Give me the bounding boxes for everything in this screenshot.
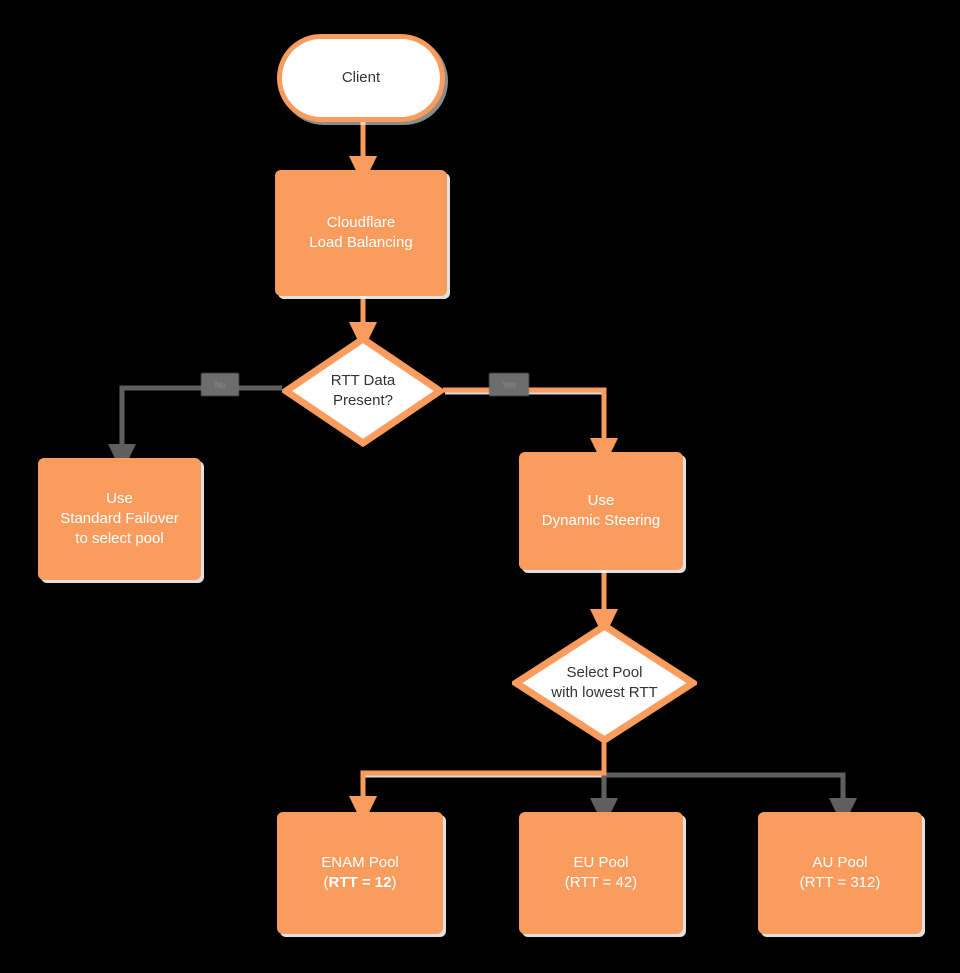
node-au-label-line1: AU Pool [812,854,868,872]
node-enam-rtt-value: RTT = 12 [328,874,392,891]
edge-rtt-no [108,385,282,473]
edge-select-enam [349,741,607,825]
node-enam-pool[interactable]: ENAM Pool (RTT = 12) [277,812,443,934]
node-client-label: Client [341,69,381,87]
node-eu-label-line2: (RTT = 42) [564,874,638,891]
diamond-shape [512,622,697,744]
node-dynamic-label-line1: Use [587,492,615,510]
node-cloudflare-load-balancing[interactable]: Cloudflare Load Balancing [275,170,447,296]
diamond-shape [282,335,444,447]
node-failover-label-line1: Use [106,490,133,508]
node-rtt-data-present[interactable]: RTT Data Present? [282,335,444,447]
node-dynamic-label-line2: Dynamic Steering [541,512,661,529]
edge-label-rtt-no-text: No [214,379,226,390]
node-enam-label-line2: (RTT = 12) [321,873,399,893]
edge-label-rtt-yes: Yes [489,373,529,396]
edge-label-rtt-yes-text: Yes [502,379,516,390]
node-dynamic-steering[interactable]: Use Dynamic Steering [519,452,683,570]
node-enam-label-line1: ENAM Pool [321,854,399,872]
edge-rtt-yes [443,387,619,467]
node-failover-label-line2: Standard Failover [60,510,179,528]
edge-select-au [604,772,858,827]
node-enam-paren-close: ) [391,874,397,891]
node-au-label-line2: (RTT = 312) [799,874,881,891]
node-enam-paren-open: ( [323,874,329,891]
node-client[interactable]: Client [277,34,445,122]
node-eu-label-line1: EU Pool [573,854,629,872]
node-clb-label-line2: Load Balancing [309,234,413,251]
node-standard-failover[interactable]: Use Standard Failover to select pool [38,458,201,580]
node-au-pool[interactable]: AU Pool (RTT = 312) [758,812,922,934]
node-select-pool-lowest-rtt[interactable]: Select Pool with lowest RTT [512,622,697,744]
edge-label-rtt-no: No [201,373,239,396]
node-failover-label-line3: to select pool [75,529,164,547]
node-eu-pool[interactable]: EU Pool (RTT = 42) [519,812,683,934]
node-clb-label-line1: Cloudflare [326,214,396,232]
